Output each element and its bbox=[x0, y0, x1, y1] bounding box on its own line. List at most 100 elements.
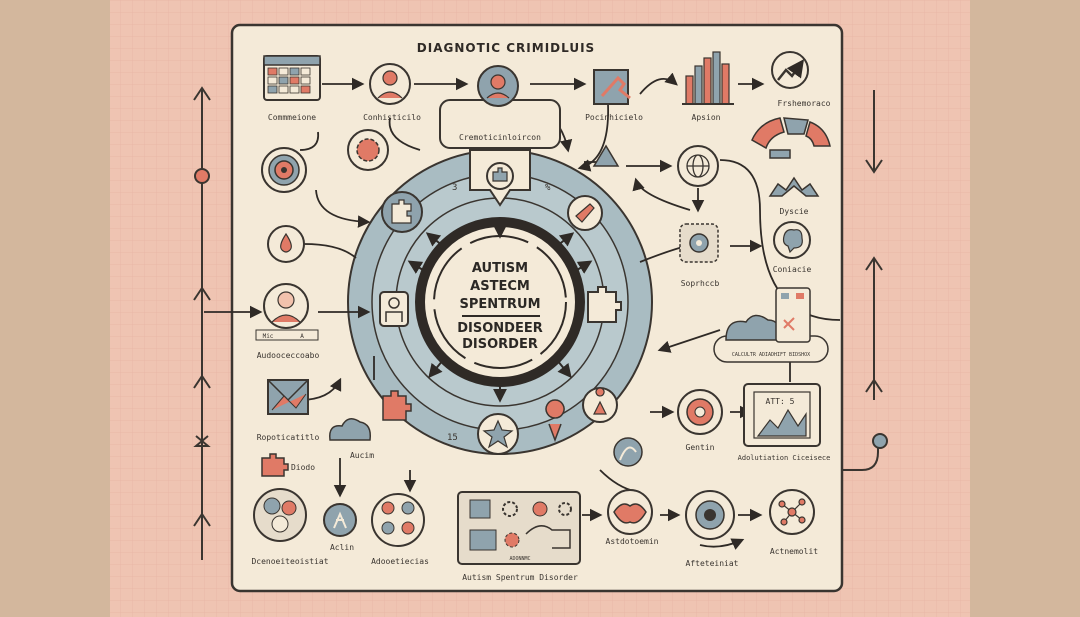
ring-node-star[interactable] bbox=[477, 413, 519, 455]
node-globe[interactable] bbox=[677, 145, 719, 187]
node-gear[interactable]: Soprhccb bbox=[679, 223, 720, 288]
line-chart-icon bbox=[756, 408, 807, 437]
node-chart-box-label: Adolutiation Ciceisece bbox=[738, 454, 831, 462]
ring-node-puzzle-lower[interactable] bbox=[382, 390, 412, 421]
person-icon bbox=[490, 74, 506, 90]
node-envelope[interactable]: Ropoticatitlo bbox=[257, 379, 320, 442]
trend-arrow-icon bbox=[777, 59, 805, 81]
svg-text:ASTECM: ASTECM bbox=[470, 279, 530, 294]
node-lips-label: Astdotoemin bbox=[606, 537, 659, 546]
node-gentin[interactable]: Gentin bbox=[677, 389, 723, 452]
node-aclin[interactable]: Aclin bbox=[323, 503, 357, 552]
node-circles-cluster-label: Dcenoeiteoistiat bbox=[251, 557, 328, 566]
node-person-top[interactable]: Conhisticilo bbox=[363, 63, 421, 122]
brain-icon bbox=[782, 229, 803, 254]
ring-node-puzzle-left[interactable] bbox=[381, 191, 423, 233]
hand-icon bbox=[600, 75, 631, 100]
ring-node-puzzle-top[interactable] bbox=[469, 149, 531, 207]
lips-icon bbox=[613, 503, 647, 524]
cloud-icon bbox=[329, 418, 372, 441]
node-bar-chart-label: Apsion bbox=[692, 113, 721, 122]
node-cloud-right[interactable]: CALCULTR ADIADHIFT BIDSHOX bbox=[713, 287, 829, 363]
gear-icon bbox=[502, 501, 518, 517]
globe-icon bbox=[686, 154, 710, 178]
node-calendar-label: Commmeione bbox=[268, 113, 316, 122]
node-person-left-tag-1: Mic bbox=[263, 333, 274, 340]
node-trend-label: Frshemoraco bbox=[778, 99, 831, 108]
person-icon bbox=[333, 511, 347, 529]
node-people-group[interactable]: Adooetiecias bbox=[371, 493, 429, 566]
ring-mark-top-right: % bbox=[545, 183, 551, 193]
svg-text:DISONDEER: DISONDEER bbox=[457, 321, 542, 336]
node-network[interactable]: Actnemolit bbox=[769, 489, 818, 556]
leaf-icon bbox=[619, 446, 637, 461]
node-gear-label: Soprhccb bbox=[681, 279, 720, 288]
person-icon bbox=[277, 291, 295, 309]
fountain-icon bbox=[768, 176, 820, 197]
ring-mark-bottom: 15 bbox=[447, 433, 458, 443]
sun-icon bbox=[356, 138, 380, 162]
puzzle-icon bbox=[587, 286, 622, 323]
node-bottom-box-inner: ADONNMC bbox=[509, 556, 530, 562]
node-grey-gear bbox=[613, 437, 643, 467]
node-bottom-box[interactable]: ADONNMC Autism Spentrum Disorder bbox=[457, 491, 581, 582]
person-icon bbox=[593, 387, 607, 415]
puzzle-icon bbox=[382, 390, 412, 421]
node-hub-top-label: Cremoticinloircon bbox=[459, 133, 541, 142]
node-cloud-left-label: Aucim bbox=[350, 451, 374, 460]
node-network-label: Actnemolit bbox=[770, 547, 818, 556]
node-envelope-label: Ropoticatitlo bbox=[257, 433, 320, 442]
ring-node-figure-left[interactable] bbox=[379, 291, 409, 327]
node-puzzle-hand[interactable]: Pocinhicielo bbox=[585, 69, 643, 122]
node-fountain-label: Dyscie bbox=[780, 207, 809, 216]
star-icon bbox=[482, 419, 514, 449]
node-cloud-right-label: CALCULTR ADIADHIFT BIDSHOX bbox=[732, 352, 810, 358]
node-person-top-label: Conhisticilo bbox=[363, 113, 421, 122]
person-icon bbox=[388, 297, 400, 309]
node-person-left-label: Audooceccoabo bbox=[257, 351, 320, 360]
connectors bbox=[204, 72, 841, 550]
svg-text:DISORDER: DISORDER bbox=[462, 337, 538, 352]
node-people-group-label: Adooetiecias bbox=[371, 557, 429, 566]
node-triangle bbox=[592, 144, 620, 167]
node-brain-label: Coniacie bbox=[773, 265, 812, 274]
node-eye-label: Afteteiniat bbox=[686, 559, 739, 568]
diagram-title: DIAGNOTIC CRIMIDLUIS bbox=[417, 41, 595, 55]
node-eye[interactable]: Afteteiniat bbox=[685, 490, 739, 568]
node-target bbox=[261, 147, 307, 193]
node-puzzle-small: Diodo bbox=[261, 453, 315, 477]
node-puzzle-hand-label: Pocinhicielo bbox=[585, 113, 643, 122]
node-person-left[interactable]: Mic A Audooceccoabo bbox=[255, 283, 320, 360]
node-calendar[interactable]: Commmeione bbox=[263, 55, 321, 122]
side-flow-right bbox=[840, 90, 888, 471]
node-lips[interactable]: Astdotoemin bbox=[606, 489, 659, 546]
node-fountain[interactable]: Dyscie bbox=[768, 176, 820, 216]
ring-node-puzzle-right[interactable] bbox=[587, 286, 622, 323]
node-chart-box[interactable]: ATT: 5 Adolutiation Ciceisece bbox=[738, 383, 831, 462]
people-icon bbox=[381, 501, 415, 535]
node-gentin-label: Gentin bbox=[686, 443, 715, 452]
node-hub-top[interactable]: Cremoticinloircon bbox=[439, 65, 561, 149]
side-flow-left bbox=[193, 86, 211, 560]
ring-node-figure-right[interactable] bbox=[582, 387, 618, 423]
node-chart-box-inner: ATT: 5 bbox=[766, 397, 795, 406]
ring-node-hand[interactable] bbox=[567, 195, 603, 231]
node-trend[interactable]: Frshemoraco bbox=[771, 51, 831, 108]
puzzle-icon bbox=[391, 199, 412, 224]
node-brain[interactable]: Coniacie bbox=[773, 221, 812, 274]
svg-text:SPENTRUM: SPENTRUM bbox=[459, 297, 540, 312]
puzzle-icon bbox=[261, 453, 289, 477]
node-cloud-left[interactable]: Aucim bbox=[329, 418, 374, 460]
node-circles-cluster[interactable]: Dcenoeiteoistiat bbox=[251, 488, 329, 566]
puzzle-icon bbox=[492, 167, 508, 182]
node-sun bbox=[347, 129, 389, 171]
center-label: AUTISM ASTECM SPENTRUM DISONDEER DISORDE… bbox=[457, 261, 542, 352]
svg-text:AUTISM: AUTISM bbox=[472, 261, 528, 276]
network-icon bbox=[778, 498, 806, 526]
map-pin-icon bbox=[545, 399, 565, 443]
triangle-icon bbox=[592, 144, 620, 167]
node-bar-chart[interactable]: Apsion bbox=[682, 51, 734, 122]
node-bottom-box-label: Autism Spentrum Disorder bbox=[462, 573, 578, 582]
ring-mark-top-left: 3 bbox=[452, 183, 457, 193]
